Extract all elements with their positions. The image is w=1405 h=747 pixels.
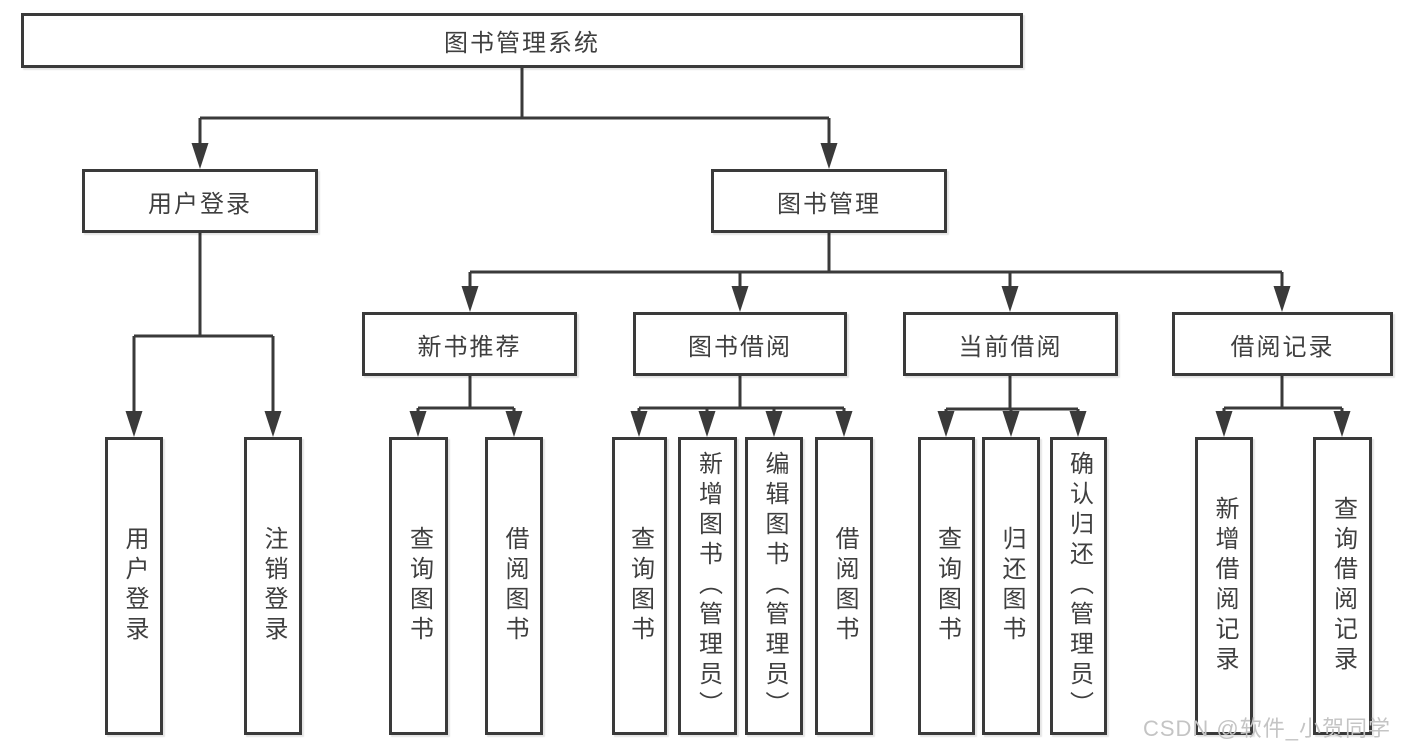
arrowhead-icon	[1002, 411, 1020, 437]
connector-group	[630, 376, 853, 437]
node-system: 图书管理系统	[21, 13, 1023, 68]
arrowhead-icon	[937, 411, 955, 437]
arrowhead-icon	[698, 411, 716, 437]
leaf-label: 查询借阅记录	[1329, 496, 1357, 676]
node-book-borrowing-label: 图书借阅	[688, 333, 792, 361]
arrowhead-icon	[1069, 411, 1087, 437]
node-new-book-recommend-label: 新书推荐	[417, 333, 522, 361]
arrowhead-icon	[264, 411, 282, 437]
leaf-label: 归还图书	[998, 526, 1025, 646]
node-book-borrowing: 图书借阅	[633, 312, 847, 376]
node-leaf-bb-edit-books: 编辑图书（管理员）	[745, 437, 803, 735]
arrowhead-icon	[1215, 411, 1233, 437]
node-user-login: 用户登录	[82, 169, 318, 233]
leaf-label: 新增借阅记录	[1211, 496, 1238, 676]
node-leaf-bb-add-books: 新增图书（管理员）	[678, 437, 737, 735]
arrowhead-icon	[1333, 411, 1351, 437]
leaf-label: 新增图书（管理员）	[694, 451, 722, 721]
node-leaf-bb-query-books: 查询图书	[612, 437, 667, 735]
arrowhead-icon	[731, 286, 749, 312]
connector-group	[409, 376, 523, 437]
node-current-borrowing-label: 当前借阅	[958, 333, 1063, 361]
arrowhead-icon	[820, 143, 838, 169]
arrowhead-icon	[630, 411, 648, 437]
node-leaf-user-login: 用户登录	[105, 437, 163, 735]
arrowhead-icon	[1273, 286, 1291, 312]
leaf-label: 查询图书	[626, 526, 654, 646]
node-leaf-cb-query-books: 查询图书	[918, 437, 975, 735]
connector-group	[461, 233, 1291, 312]
leaf-label: 借阅图书	[501, 526, 528, 646]
leaf-label: 借阅图书	[831, 526, 858, 646]
arrowhead-icon	[835, 411, 853, 437]
node-leaf-br-add-record: 新增借阅记录	[1195, 437, 1253, 735]
node-user-login-label: 用户登录	[148, 190, 252, 218]
csdn-watermark: CSDN @软件_小贺同学	[1142, 716, 1391, 741]
node-borrowing-records-label: 借阅记录	[1230, 333, 1335, 361]
node-leaf-nbr-query-books: 查询图书	[389, 437, 448, 735]
connector-group	[937, 376, 1087, 437]
node-new-book-recommend: 新书推荐	[362, 312, 577, 376]
leaf-label: 用户登录	[121, 526, 148, 646]
node-leaf-cb-return-books: 归还图书	[982, 437, 1040, 735]
arrowhead-icon	[505, 411, 523, 437]
arrowhead-icon	[765, 411, 783, 437]
arrowhead-icon	[409, 411, 427, 437]
node-system-label: 图书管理系统	[444, 30, 600, 57]
leaf-label: 查询图书	[933, 526, 961, 646]
connector-group	[1215, 376, 1351, 437]
leaf-label: 注销登录	[260, 526, 287, 646]
node-leaf-nbr-borrow-books: 借阅图书	[485, 437, 543, 735]
arrowhead-icon	[1001, 286, 1019, 312]
leaf-label: 确认归还（管理员）	[1065, 451, 1093, 721]
arrowhead-icon	[125, 411, 143, 437]
connector-group	[125, 233, 282, 437]
leaf-label: 查询图书	[405, 526, 433, 646]
arrowhead-icon	[461, 286, 479, 312]
leaf-label: 编辑图书（管理员）	[761, 451, 788, 721]
node-book-management: 图书管理	[711, 169, 947, 233]
node-leaf-bb-borrow-books: 借阅图书	[815, 437, 873, 735]
node-leaf-br-query-record: 查询借阅记录	[1313, 437, 1372, 735]
node-leaf-cb-confirm-return: 确认归还（管理员）	[1050, 437, 1107, 735]
node-borrowing-records: 借阅记录	[1172, 312, 1393, 376]
node-leaf-logout: 注销登录	[244, 437, 302, 735]
node-current-borrowing: 当前借阅	[903, 312, 1118, 376]
connector-group	[191, 68, 838, 169]
arrowhead-icon	[191, 143, 209, 169]
node-book-management-label: 图书管理	[777, 190, 881, 218]
